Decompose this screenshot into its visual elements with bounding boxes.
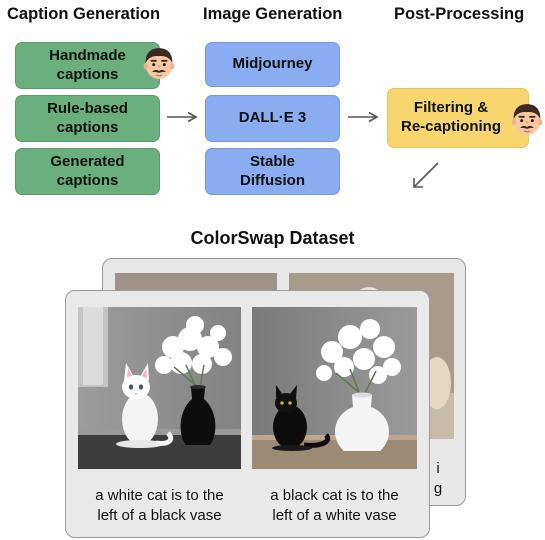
box-line: DALL·E 3 [238,109,307,127]
post-processing-heading: Post-Processing [394,5,525,23]
image-generation-heading: Image Generation [203,5,343,23]
caption-right: a black cat is to the left of a white va… [247,486,422,525]
front-example-card: a white cat is to the left of a black va… [65,290,430,538]
midjourney-box: Midjourney [205,42,340,87]
box-line: Re-captioning [401,118,501,135]
box-line: Handmade [49,46,126,64]
box-line: Filtering & [413,99,489,117]
caption-line: i [436,460,440,477]
box-line: captions [56,118,119,136]
caption-generation-heading: Caption Generation [7,5,161,23]
man-face-icon [511,103,543,136]
caption-line: left of a black vase [97,506,222,524]
back-caption: i g [418,459,458,498]
box-line: Midjourney [232,55,313,73]
box-line: Rule-based [47,99,128,117]
dataset-title: ColorSwap Dataset [190,228,355,248]
filtering-recaptioning-box: Filtering &Re-captioning [387,88,529,148]
black-cat-white-vase-image [252,307,417,469]
box-line: captions [56,65,119,83]
caption-left: a white cat is to the left of a black va… [72,486,247,525]
box-line: Stable [249,152,295,170]
caption-line: left of a white vase [272,506,397,524]
white-cat-black-vase-image [78,307,241,469]
dalle3-box: DALL·E 3 [205,95,340,142]
arrow-right-icon [348,111,379,123]
caption-line: a black cat is to the [270,487,399,504]
arrow-down-left-icon [413,162,439,188]
box-line: Generated [50,152,125,170]
caption-line: g [433,479,443,497]
arrow-right-icon [167,111,198,123]
box-line: captions [56,171,119,189]
caption-line: a white cat is to the [95,487,224,504]
box-line: Diffusion [240,171,305,189]
man-face-icon [143,47,175,80]
